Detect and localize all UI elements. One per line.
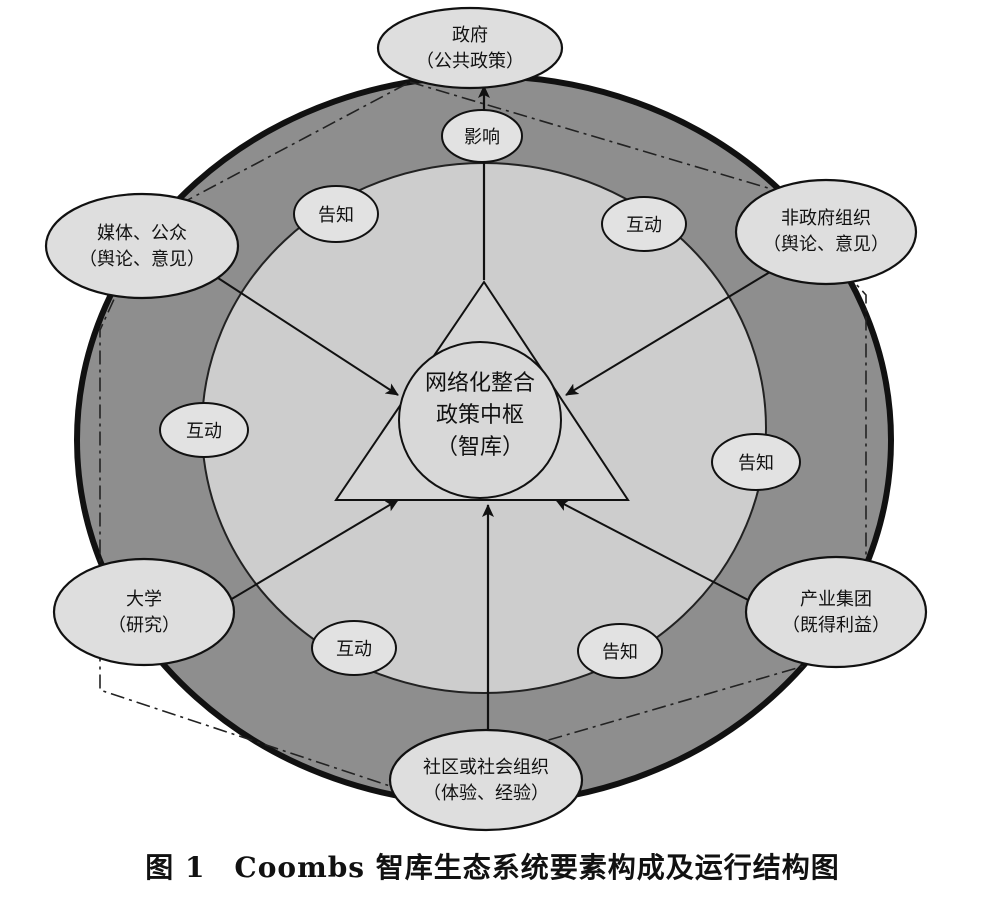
node-industry-role: （既得利益） [782,615,890,636]
node-community: 社区或社会组织 （体验、经验） [388,728,584,832]
relation-influence-label: 影响 [464,127,500,148]
relation-interact-community-label: 互动 [336,639,372,660]
ecosystem-diagram: 网络化整合 政策中枢 （智库） 政府 （公共政策） 非政府组织 （舆论、意见） … [44,6,928,832]
relation-interact-ngo: 互动 [601,196,687,252]
node-media: 媒体、公众 （舆论、意见） [44,192,240,300]
node-government-role: （公共政策） [416,51,524,72]
relation-interact-ngo-label: 互动 [626,215,662,236]
line-ngo-center [565,271,771,396]
relation-inform-media: 告知 [293,185,379,243]
node-government: 政府 （公共政策） [376,6,564,90]
node-university-name: 大学 [126,589,162,610]
line-university-center [229,499,399,601]
node-industry-name: 产业集团 [800,589,872,610]
center-title-line2: 政策中枢 [436,403,524,428]
node-university-role: （研究） [108,615,180,636]
center-circle [398,341,562,499]
node-media-name: 媒体、公众 [97,223,187,244]
center-title-line1: 网络化整合 [425,371,535,396]
center-title-line3: （智库） [436,435,524,460]
node-university: 大学 （研究） [52,557,236,667]
node-media-role: （舆论、意见） [79,249,205,270]
relation-inform-media-label: 告知 [318,205,354,226]
relation-inform-industry: 告知 [711,433,801,491]
node-ngo-role: （舆论、意见） [763,234,889,255]
relation-interact-community: 互动 [311,620,397,676]
node-community-name: 社区或社会组织 [423,757,549,778]
relation-interact-university: 互动 [159,402,249,458]
node-industry: 产业集团 （既得利益） [744,555,928,669]
relation-inform-industry-label: 告知 [738,453,774,474]
relation-interact-university-label: 互动 [186,421,222,442]
node-ngo-name: 非政府组织 [781,208,871,229]
line-media-center [217,277,399,396]
line-industry-center [555,499,753,603]
node-ngo: 非政府组织 （舆论、意见） [734,178,918,286]
relation-inform-community-label: 告知 [602,642,638,663]
node-government-name: 政府 [452,25,488,46]
relation-inform-community: 告知 [577,623,663,679]
node-community-role: （体验、经验） [423,783,549,804]
relation-influence: 影响 [441,109,523,163]
figure-caption: 图 1 Coombs 智库生态系统要素构成及运行结构图 [145,851,840,884]
